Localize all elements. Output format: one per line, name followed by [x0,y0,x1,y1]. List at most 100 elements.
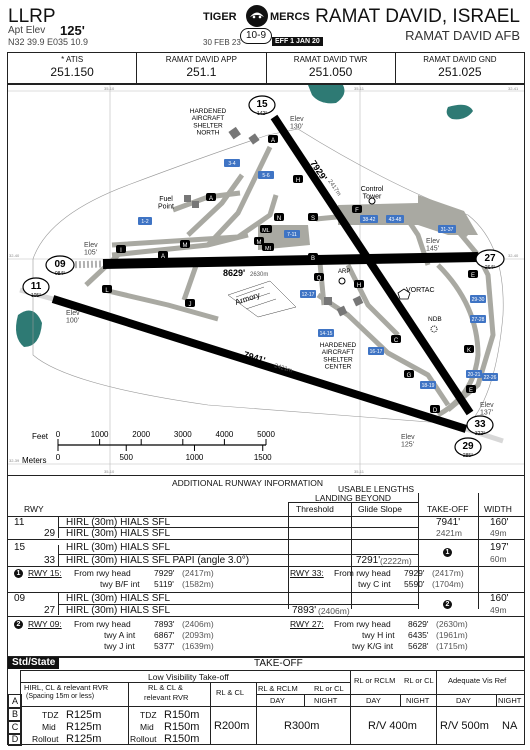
aircraft-shelters [184,126,364,317]
scale-tick-label: 4000 [216,430,234,439]
runway-11-29-surface [51,295,468,433]
svg-text:E: E [469,388,473,394]
note-m: (2417m) [182,568,214,578]
scale-meters-label: Meters [22,456,46,465]
parking-label: 22-26 [484,375,497,381]
h-night: NIGHT [406,696,430,705]
freq-value: 251.150 [50,65,94,79]
svg-text:142°: 142° [257,111,267,117]
taxiway-label: H [293,175,303,184]
note-1-icon: 1 [443,548,452,557]
parking-label: 43-48 [389,217,402,223]
svg-text:M: M [183,243,188,249]
freq-value: 251.025 [438,65,482,79]
tv-val: R150m [164,721,200,733]
svg-text:084°: 084° [55,271,65,277]
takeoff-title: TAKE-OFF [254,658,303,669]
grid-lat-top: 32-41 [508,86,519,91]
taxiway-label: H [354,280,364,289]
chart-date: 30 FEB 23 [203,38,241,47]
h-rl-cl: RL & CL [216,688,245,697]
note-label: twy A int [104,630,136,640]
freq-name: * ATIS [61,55,84,64]
parking-label: 7-11 [287,232,297,238]
svg-text:A: A [209,196,213,202]
runway-end-15[interactable]: 15 142° [248,95,276,117]
runway-09-27-meters: 2630m [250,272,268,278]
runway-end-09[interactable]: 09 084° [45,255,75,277]
note-label: From rwy head [334,568,391,578]
taxiway-label: B [308,253,318,262]
runway-09-27-length: 8629' [223,268,245,278]
low-vis-title: Low Visibility Take-off [148,672,229,682]
svg-text:264°: 264° [485,265,495,271]
parking-label: 18-19 [422,383,435,389]
col-threshold: Threshold [296,504,334,514]
note-m: (1704m) [432,579,464,589]
effective-date-badge: EFF 1 JAN 20 [272,37,323,46]
note-m: (2406m) [182,619,214,629]
note-ft: 7929' [154,568,175,578]
svg-text:11: 11 [31,281,42,292]
frequency-table: * ATIS 251.150 RAMAT DAVID APP 251.1 RAM… [7,52,525,84]
armory-area [227,280,297,318]
scale-tick-label: 5000 [257,430,275,439]
grid-lon-left-top: 35-10 [104,86,115,91]
tv-na: NA [502,720,518,732]
runway-end-29[interactable]: 29 285° [454,437,482,459]
width-m: 49m [490,605,507,615]
note-label: From rwy head [334,619,391,629]
control-tower-icon [368,197,376,205]
taxiway-label: I [116,245,126,254]
h-day: DAY [366,696,381,705]
svg-text:29: 29 [462,441,474,452]
takeoff-ft: 7941' [436,517,461,528]
taxiway-label: F [352,205,362,214]
airport-id: LLRP [8,6,56,27]
parking-label: 38-42 [363,217,376,223]
apt-elev-label: Apt Elev [8,25,46,36]
taxiway-label: G [404,370,414,379]
grid-lon-right-bot: 35-11 [354,469,365,474]
note-label: twy K/G int [352,641,394,651]
svg-text:ML: ML [262,228,270,234]
col-glide-slope: Glide Slope [358,504,402,514]
svg-text:A: A [271,138,275,144]
parking-label: 5-6 [262,173,269,179]
runway-info-title: ADDITIONAL RUNWAY INFORMATION [172,478,323,488]
note-rwy33-title: RWY 33: [290,568,324,578]
tv-rlcl: R200m [214,720,250,732]
runway-end-11[interactable]: 11 105° [22,277,50,299]
h-night: NIGHT [314,696,338,705]
note-2-marker-icon: 2 [14,620,23,629]
tv-key: Rollout [32,734,59,744]
usable-lengths-label: USABLE LENGTHS [338,484,415,494]
runway-09-27-surface [102,252,479,269]
rwy-09: 09 [14,593,26,604]
tv-rlrclm: R300m [284,720,320,732]
rwy-lights: HIRL (30m) HIALS SFL [66,605,171,616]
airport-name: RAMAT DAVID AFB [405,28,520,43]
rwy-29: 29 [44,528,56,539]
runway-end-27[interactable]: 27 264° [475,249,505,271]
svg-text:I: I [120,248,122,254]
airport-diagram[interactable]: 35-10 35-11 32-41 32-40 32-40 32-39 35-1… [7,84,525,476]
h-day: DAY [456,696,471,705]
width-m: 49m [490,528,507,538]
h-advis: Adequate Vis Ref [448,676,507,685]
water-pond [308,85,345,104]
svg-text:G: G [407,373,412,379]
note-2-icon: 2 [443,600,452,609]
tv-val: R125m [66,709,102,721]
grid-lat-mid: 32-40 [9,253,20,258]
runway-end-33[interactable]: 33 322° [466,415,494,437]
taxiway-label: E [466,385,476,394]
takeoff-m: 2421m [436,528,462,538]
